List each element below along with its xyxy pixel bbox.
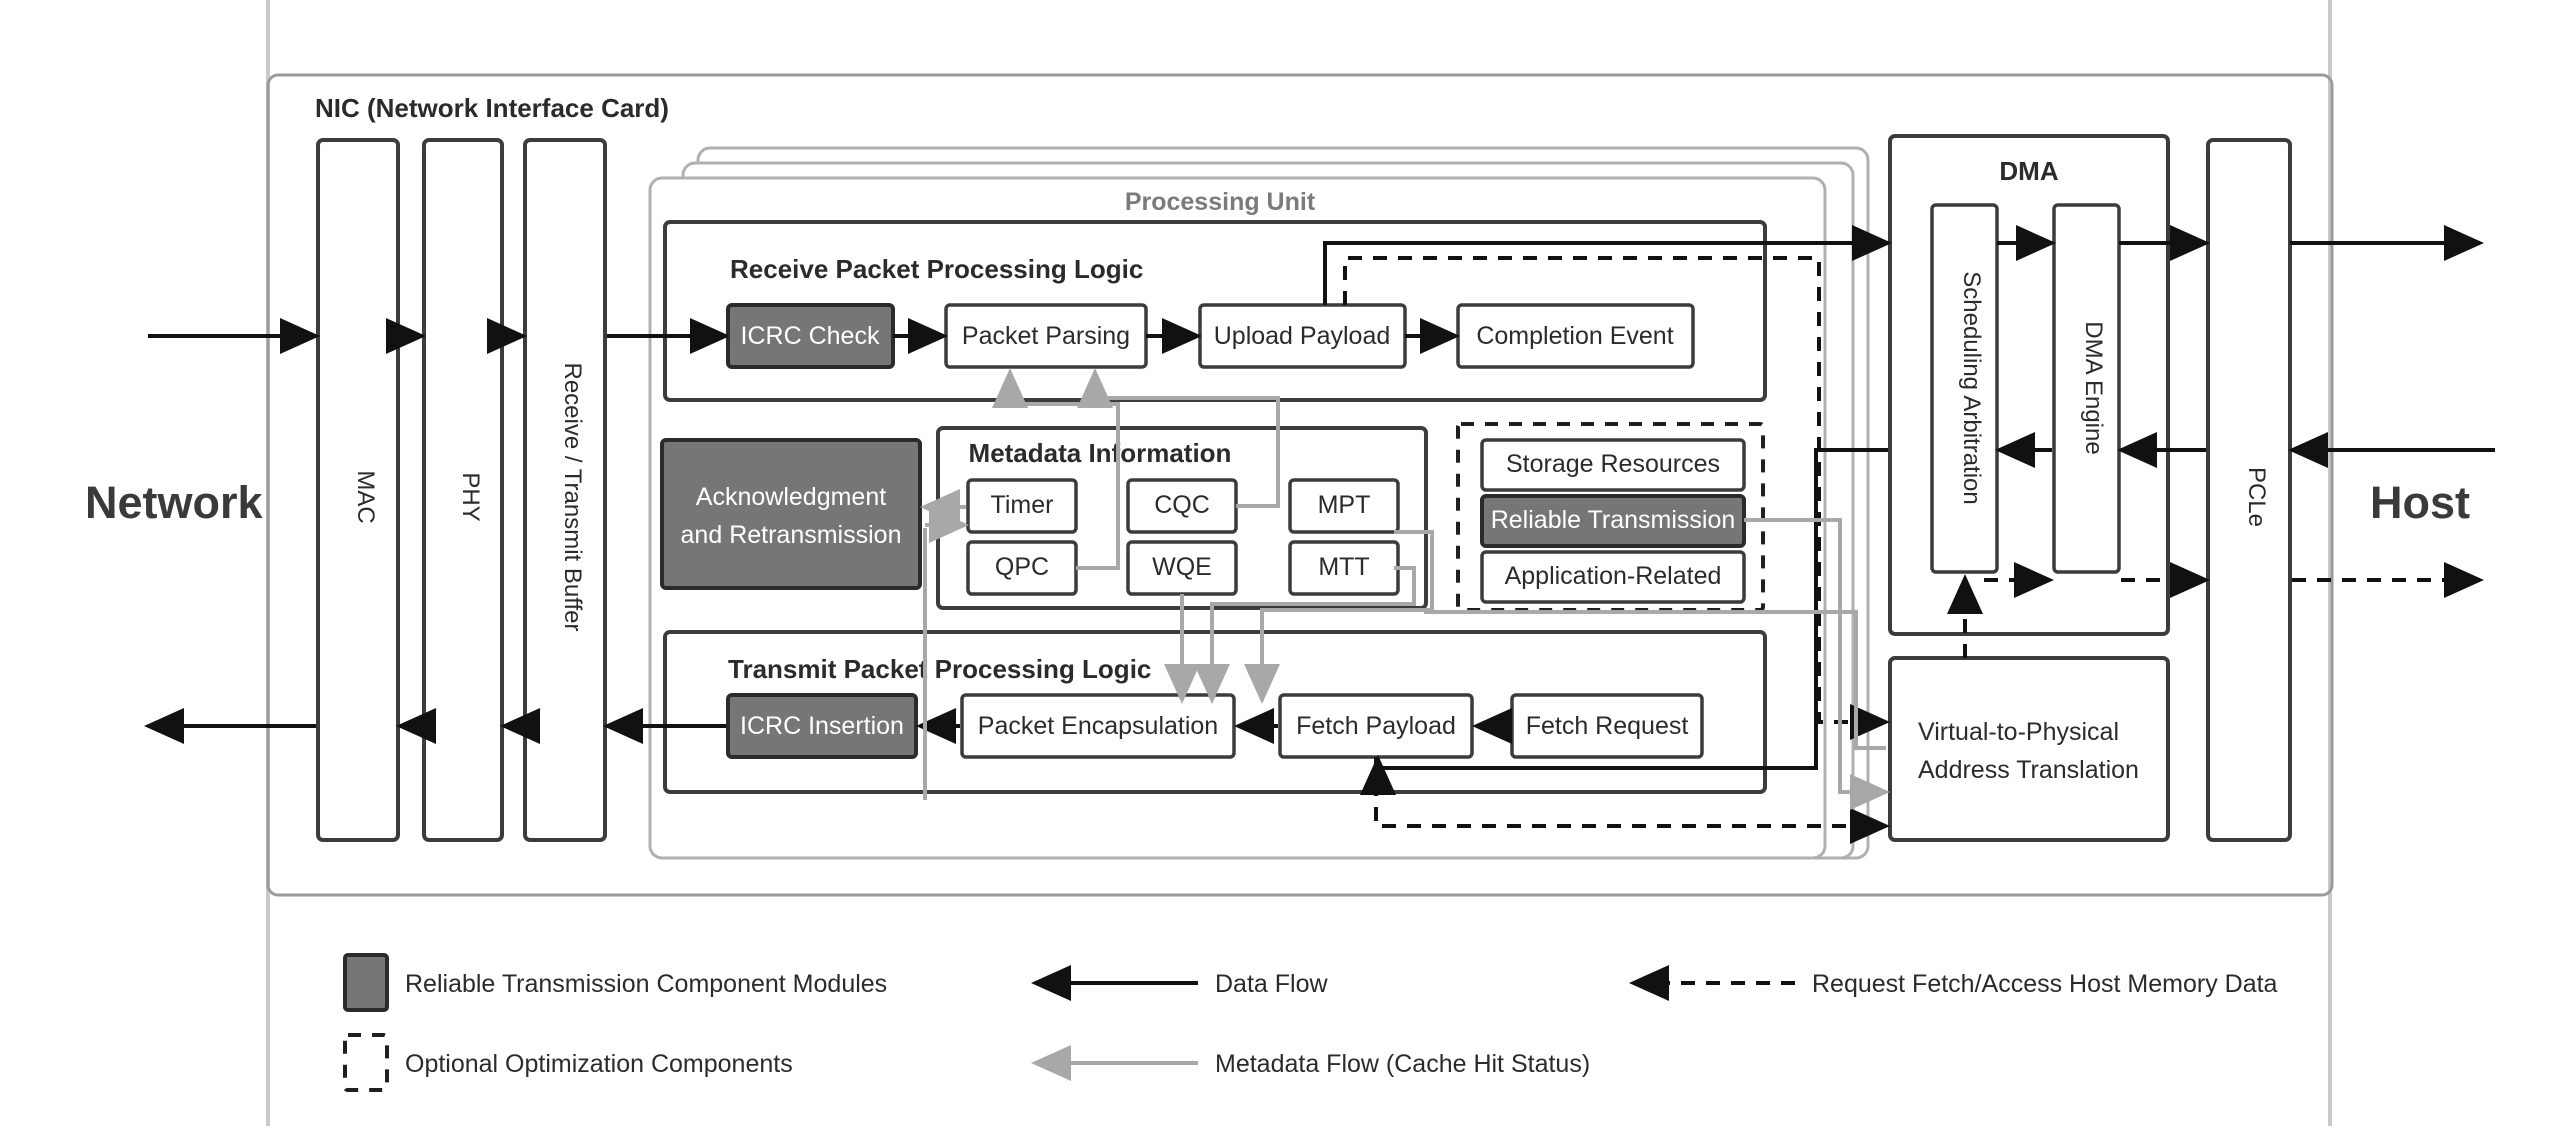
box-ack-line1: Acknowledgment	[696, 483, 886, 511]
transmit-section-title: Transmit Packet Processing Logic	[728, 654, 1151, 684]
box-pcie-label: PCLe	[2243, 467, 2270, 527]
box-ack-retransmission[interactable]	[660, 438, 922, 590]
metadata-section-title: Metadata Information	[969, 438, 1232, 468]
block-phy-label: PHY	[457, 472, 484, 521]
legend-label-4: Request Fetch/Access Host Memory Data	[1812, 970, 2278, 998]
box-scheduling-arbitration-label: Scheduling Arbitration	[1958, 271, 1985, 504]
dma-title: DMA	[1999, 156, 2058, 186]
box-timer[interactable]	[966, 478, 1078, 534]
box-pcie[interactable]	[2206, 138, 2292, 842]
optional-components-frame	[1456, 422, 1765, 612]
box-scheduling-arbitration[interactable]	[1930, 203, 1999, 574]
processing-unit-title: Processing Unit	[1125, 188, 1316, 216]
block-rx-tx-buffer[interactable]	[523, 138, 607, 842]
meta-qpc-to-parsing	[992, 368, 1120, 570]
block-mac[interactable]	[316, 138, 400, 842]
box-ack-line2: and Retransmission	[681, 521, 902, 549]
legend-swatch-dashed	[343, 1033, 389, 1092]
box-upload-payload-label: Upload Payload	[1214, 322, 1391, 350]
meta-cqc-to-parsing	[1077, 368, 1280, 508]
box-cqc-label: CQC	[1154, 491, 1210, 519]
legend-label-0: Reliable Transmission Component Modules	[405, 970, 887, 998]
box-wqe-label: WQE	[1152, 553, 1212, 581]
box-mpt-label: MPT	[1318, 491, 1371, 519]
box-reliable-transmission-label: Reliable Transmission	[1491, 506, 1736, 534]
box-address-translation[interactable]	[1888, 656, 2170, 842]
legend-label-3: Metadata Flow (Cache Hit Status)	[1215, 1050, 1590, 1078]
box-mtt-label: MTT	[1318, 553, 1369, 581]
meta-metadata-to-translation	[1424, 610, 1886, 750]
meta-mpt-down	[1244, 530, 1434, 704]
host-label: Host	[2370, 477, 2470, 528]
network-label: Network	[85, 477, 264, 528]
box-application-related[interactable]	[1480, 550, 1746, 604]
box-packet-parsing-label: Packet Parsing	[962, 322, 1130, 350]
legend-label-2: Data Flow	[1215, 970, 1328, 998]
box-fetch-payload-label: Fetch Payload	[1296, 712, 1456, 740]
legend-swatch-filled	[343, 953, 389, 1012]
box-packet-encapsulation-label: Packet Encapsulation	[978, 712, 1218, 740]
meta-mtt-down	[1194, 566, 1416, 704]
box-storage-resources[interactable]	[1480, 438, 1746, 492]
block-phy[interactable]	[422, 138, 504, 842]
box-icrc-insertion-label: ICRC Insertion	[740, 712, 904, 740]
box-dma-engine-label: DMA Engine	[2080, 321, 2107, 454]
box-address-translation-line1: Virtual-to-Physical	[1918, 718, 2119, 746]
box-dma-engine[interactable]	[2052, 203, 2121, 574]
flow-upload-to-dma	[1323, 225, 1892, 305]
block-mac-label: MAC	[352, 470, 379, 523]
nic-title: NIC (Network Interface Card)	[315, 93, 669, 123]
request-fetch-payload-to-translation	[1374, 757, 1890, 844]
box-fetch-request-label: Fetch Request	[1526, 712, 1689, 740]
meta-optional-to-translation	[1744, 518, 1890, 810]
box-mpt[interactable]	[1288, 478, 1400, 534]
legend-label-1: Optional Optimization Components	[405, 1050, 793, 1078]
block-rx-tx-buffer-label: Receive / Transmit Buffer	[559, 363, 586, 632]
box-completion-event-label: Completion Event	[1476, 322, 1673, 350]
box-icrc-check-label: ICRC Check	[741, 322, 880, 350]
box-application-related-label: Application-Related	[1505, 562, 1722, 590]
nic-frame	[266, 73, 2334, 897]
box-timer-label: Timer	[991, 491, 1054, 519]
box-address-translation-line2: Address Translation	[1918, 756, 2139, 784]
box-storage-resources-label: Storage Resources	[1506, 450, 1720, 478]
receive-section-title: Receive Packet Processing Logic	[730, 254, 1143, 284]
box-fetch-request[interactable]	[1510, 693, 1704, 759]
box-qpc-label: QPC	[995, 553, 1049, 581]
